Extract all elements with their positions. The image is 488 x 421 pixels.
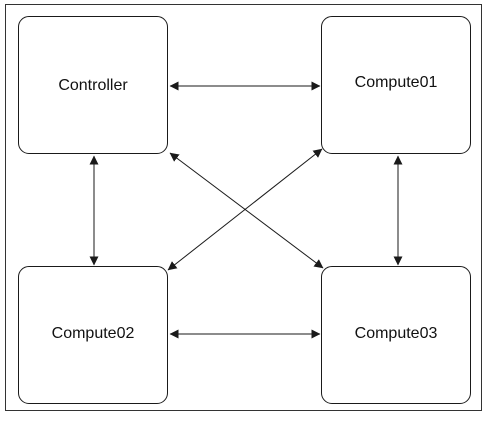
node-compute02: Compute02: [18, 266, 168, 404]
node-compute01: Compute01: [321, 16, 471, 154]
node-label: Controller: [58, 77, 128, 94]
node-controller: Controller: [18, 16, 168, 154]
node-label: Compute02: [51, 325, 135, 342]
node-compute03: Compute03: [321, 266, 471, 404]
diagram-frame: [5, 4, 482, 411]
link-compute01-compute02: [167, 148, 323, 271]
node-label: Compute01: [354, 74, 438, 91]
node-label: Compute03: [354, 325, 438, 342]
